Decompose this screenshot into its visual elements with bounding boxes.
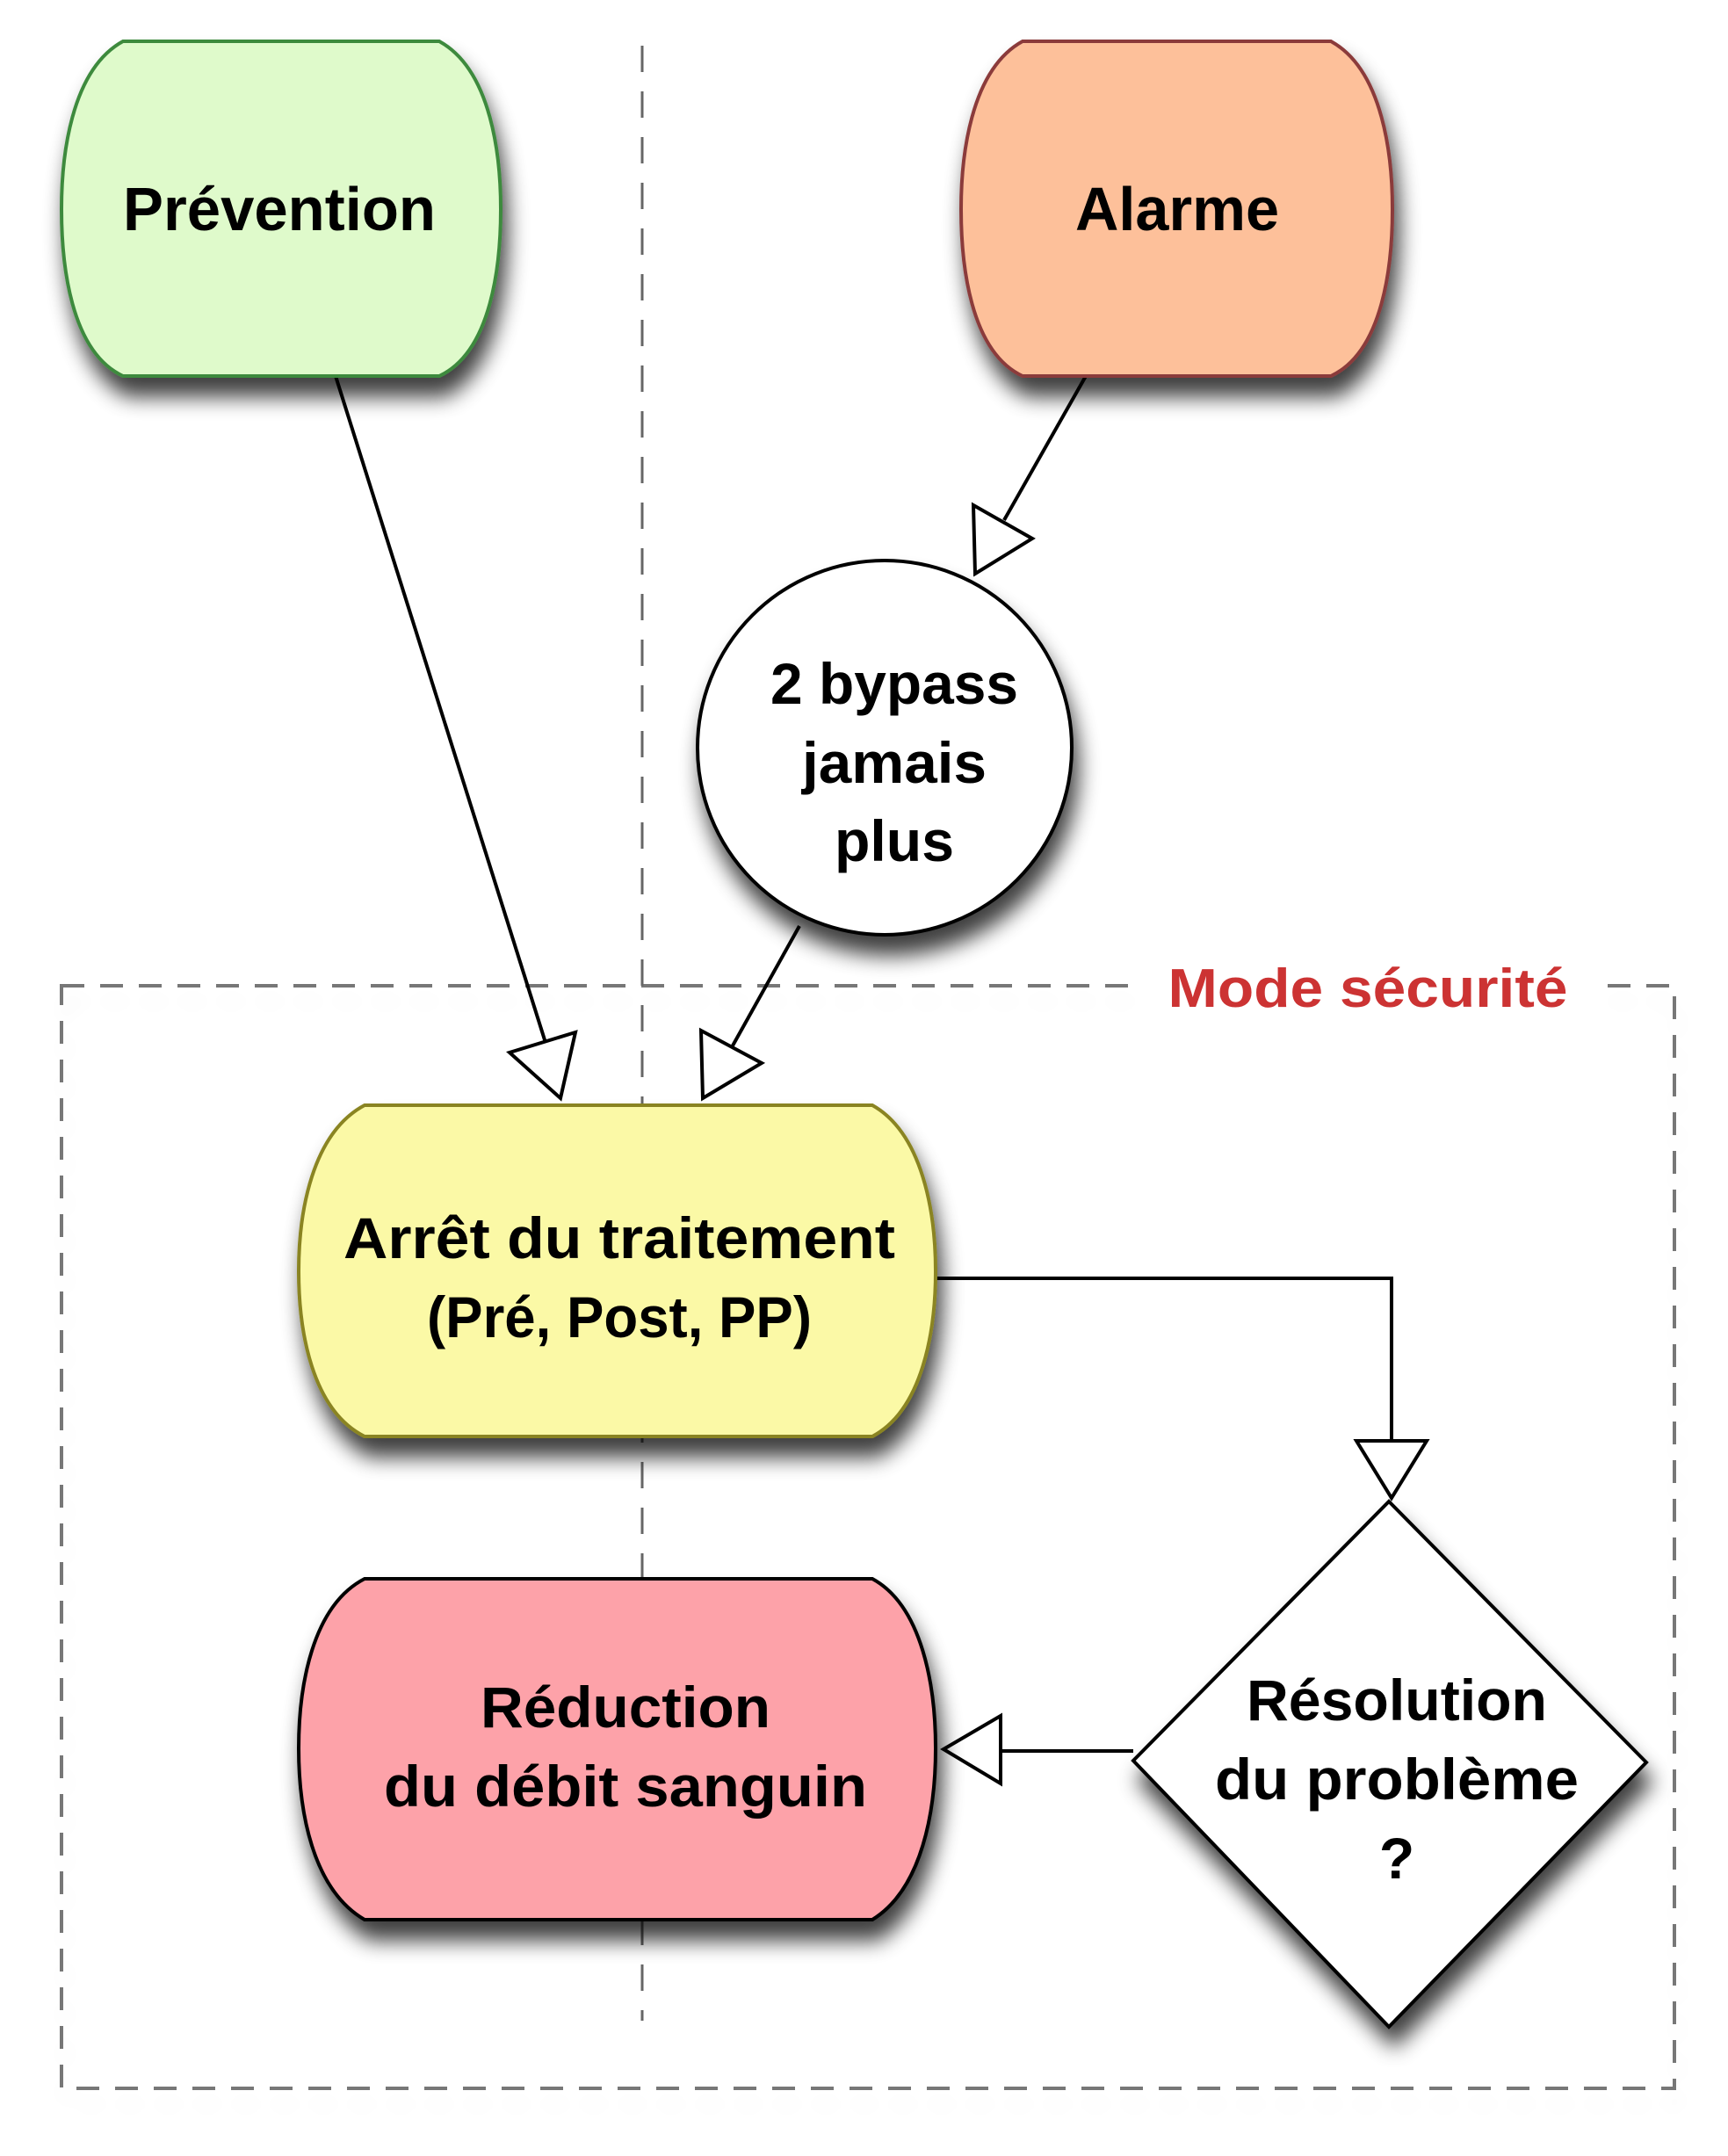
edge-prevention-arret: [334, 375, 578, 1102]
group-border: [60, 984, 1676, 2090]
arrowhead-icon: [506, 1030, 578, 1102]
resolution-label-line-2: du problème: [1215, 1747, 1579, 1812]
reduction-label-line-2: du débit sanguin: [384, 1754, 867, 1819]
node-resolution[interactable]: Résolution du problème ?: [1131, 1499, 1649, 2029]
arrowhead-icon: [1353, 1439, 1430, 1501]
node-alarme[interactable]: Alarme: [958, 40, 1395, 378]
edge-resolution-reduction: [940, 1712, 1133, 1787]
mode-securite-group: Mode sécurité: [60, 953, 1676, 2090]
resolution-label-line-3: ?: [1379, 1826, 1414, 1891]
resolution-decision-shape: [1131, 1499, 1649, 2029]
node-reduction[interactable]: Réduction du débit sanguin: [296, 1577, 938, 1921]
reduction-label-line-1: Réduction: [481, 1675, 770, 1740]
bypass-shape: [696, 559, 1074, 937]
group-label: Mode sécurité: [1168, 959, 1568, 1019]
bypass-label-line-3: plus: [835, 808, 954, 873]
edge-alarme-bypass: [971, 375, 1088, 577]
node-prevention[interactable]: Prévention: [59, 40, 503, 378]
arret-shape: [296, 1103, 938, 1438]
arrowhead-icon: [971, 502, 1036, 577]
alarme-shape: [958, 40, 1395, 378]
resolution-label-line-1: Résolution: [1247, 1668, 1547, 1733]
edge-arret-resolution: [936, 1277, 1430, 1501]
reduction-shape: [296, 1577, 938, 1921]
node-arret[interactable]: Arrêt du traitement (Pré, Post, PP): [296, 1103, 938, 1438]
group-label-bg: [1142, 953, 1606, 1024]
arrowhead-icon: [940, 1712, 1002, 1787]
edge-bypass-arret: [698, 925, 801, 1102]
bypass-label-line-2: jamais: [800, 730, 987, 795]
alarme-label: Alarme: [1075, 175, 1279, 243]
node-bypass[interactable]: 2 bypass jamais plus: [696, 559, 1074, 937]
arret-label-line-1: Arrêt du traitement: [343, 1205, 895, 1270]
arret-label-line-2: (Pré, Post, PP): [427, 1284, 812, 1349]
prevention-label: Prévention: [123, 175, 436, 243]
arrowhead-icon: [698, 1027, 766, 1102]
prevention-shape: [59, 40, 503, 378]
bypass-label-line-1: 2 bypass: [770, 651, 1018, 716]
